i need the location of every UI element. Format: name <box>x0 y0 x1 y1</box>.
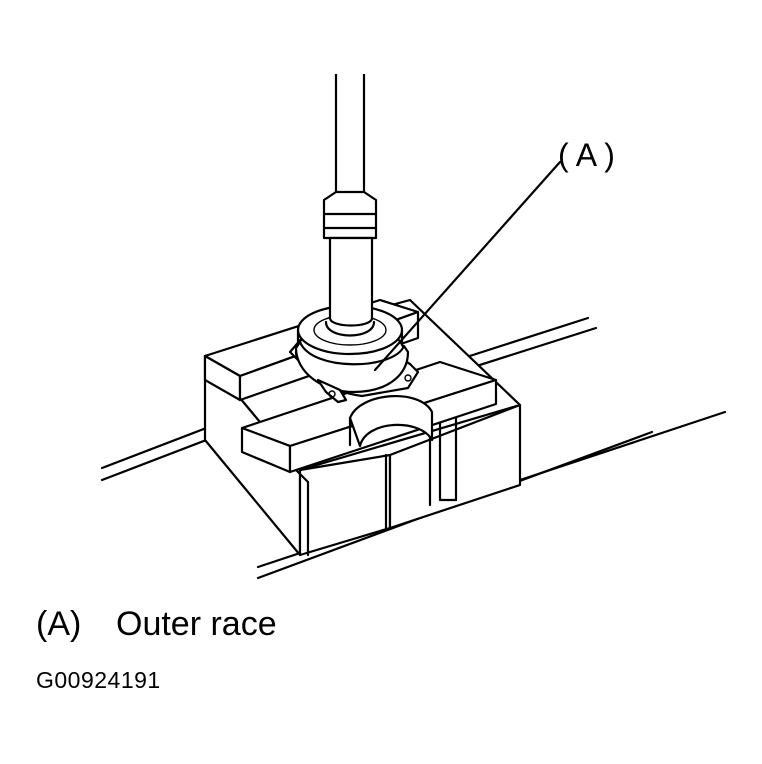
outer-race <box>288 304 420 404</box>
press-diagram: ( A ) <box>100 74 727 580</box>
press-shaft <box>322 74 378 337</box>
figure-id: G00924191 <box>36 667 161 693</box>
legend-key: (A) <box>36 605 82 643</box>
legend-item: (A) Outer race <box>36 600 277 648</box>
callout-label-a: ( A ) <box>558 137 615 173</box>
legend: (A) Outer race <box>36 600 277 648</box>
callout-leader-line <box>373 160 562 372</box>
legend-label: Outer race <box>116 605 277 643</box>
